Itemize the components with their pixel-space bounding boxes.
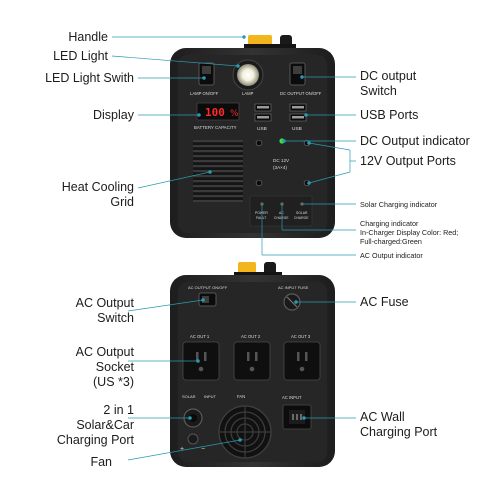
callout-dc-output-switch-line2: Switch bbox=[360, 83, 397, 98]
callout-ac-wall-charging-port-line2: Charging Port bbox=[360, 424, 438, 439]
callout-heat-cooling-grid: Heat Cooling Grid bbox=[62, 180, 134, 210]
callout-charging-indicator: Charging indicator In-Charger Display Co… bbox=[360, 219, 458, 246]
callout-charging-port: 2 in 1 Solar&Car Charging Port bbox=[57, 403, 134, 447]
callout-charging-indicator-line1: Charging indicator bbox=[360, 219, 419, 228]
callout-led-light: LED Light bbox=[53, 49, 108, 63]
callout-charging-indicator-line3: Full-charged:Green bbox=[360, 237, 422, 246]
ac-input-print: AC INPUT bbox=[282, 395, 302, 400]
callout-charging-port-line1: 2 in 1 bbox=[103, 403, 134, 417]
callout-heat-cooling-grid-line1: Heat Cooling bbox=[61, 180, 134, 194]
outlet-label-2: AC OUT 2 bbox=[241, 334, 261, 339]
battery-capacity-print: BATTERY CAPACITY bbox=[194, 125, 237, 130]
callout-ac-fuse: AC Fuse bbox=[360, 295, 409, 309]
display-value: 100 bbox=[205, 106, 225, 119]
callout-ac-output-socket-line3: (US *3) bbox=[93, 374, 134, 389]
indicator-strip bbox=[249, 195, 313, 227]
indicator-label-2a: AC bbox=[279, 211, 284, 215]
callout-charging-port-line2: Solar&Car bbox=[76, 417, 134, 432]
callout-ac-output-socket: AC Output Socket (US *3) bbox=[76, 345, 134, 389]
callout-solar-charging-indicator: Solar Charging indicator bbox=[360, 200, 438, 209]
outlet-label-1: AC OUT 1 bbox=[190, 334, 210, 339]
display-unit: % bbox=[230, 109, 239, 119]
ac-fuse-print: AC INPUT FUSE bbox=[278, 285, 309, 290]
lamp-print: LAMP bbox=[242, 91, 254, 96]
callout-dc-output-indicator: DC Output indicator bbox=[360, 134, 470, 148]
ac-switch-print: AC OUTPUT ON/OFF bbox=[188, 285, 228, 290]
battery-display bbox=[196, 102, 240, 121]
callout-fan: Fan bbox=[90, 455, 112, 469]
lamp-switch-print: LAMP ON/OFF bbox=[190, 91, 219, 96]
callout-charging-port-line3: Charging Port bbox=[56, 432, 134, 447]
bottom-unit: AC OUTPUT ON/OFF AC INPUT FUSE AC OUT 1 … bbox=[170, 262, 335, 467]
heat-cooling-grid bbox=[193, 140, 243, 202]
indicator-label-3b: CHARGE bbox=[294, 216, 309, 220]
callout-led-light-switch: LED Light Swith bbox=[45, 71, 134, 85]
indicator-label-3a: SOLAR bbox=[296, 211, 308, 215]
callout-display: Display bbox=[93, 108, 134, 122]
callout-12v-output-ports: 12V Output Ports bbox=[360, 154, 456, 168]
callout-dc-output-switch: DC output Switch bbox=[360, 69, 416, 99]
usb-print-left: USB bbox=[257, 126, 267, 132]
callout-handle: Handle bbox=[68, 30, 108, 44]
input-print: INPUT bbox=[204, 394, 217, 399]
ac-outlets[interactable] bbox=[182, 341, 321, 381]
dc12v-print-2: (3A×4) bbox=[273, 165, 287, 170]
callout-charging-indicator-line2: In-Charger Display Color: Red; bbox=[360, 228, 459, 237]
bottom-callout-lines bbox=[127, 298, 356, 461]
callout-ac-output-socket-line1: AC Output bbox=[75, 345, 134, 359]
fan-print: FAN bbox=[237, 394, 245, 399]
callout-ac-output-indicator: AC Output indicator bbox=[360, 251, 423, 260]
cooling-fan bbox=[218, 405, 272, 459]
callout-ac-output-socket-line2: Socket bbox=[95, 359, 134, 374]
plus-sign: + bbox=[180, 446, 184, 453]
dc12v-print-1: DC 12V bbox=[273, 158, 290, 163]
top-unit: LAMP ON/OFF LAMP DC OUTPUT ON/OFF 100 % … bbox=[170, 35, 335, 238]
callout-dc-output-switch-line1: DC output bbox=[360, 69, 417, 83]
indicator-label-1b: FAULT bbox=[256, 216, 266, 220]
usb-ports[interactable] bbox=[254, 103, 307, 122]
callout-ac-output-switch-line1: AC Output bbox=[75, 296, 134, 310]
top-callout-lines bbox=[111, 35, 356, 256]
solar-input-port[interactable] bbox=[187, 433, 199, 445]
callout-ac-wall-charging-port: AC Wall Charging Port bbox=[360, 410, 437, 440]
usb-print-right: USB bbox=[292, 126, 302, 132]
dc-switch-print: DC OUTPUT ON/OFF bbox=[280, 91, 322, 96]
callout-ac-output-switch: AC Output Switch bbox=[76, 296, 134, 326]
callout-ac-output-switch-line2: Switch bbox=[97, 310, 134, 325]
callout-heat-cooling-grid-line2: Grid bbox=[110, 194, 134, 209]
minus-sign: − bbox=[201, 446, 205, 453]
callout-ac-wall-charging-port-line1: AC Wall bbox=[360, 410, 405, 424]
outlet-label-3: AC OUT 3 bbox=[291, 334, 311, 339]
indicator-label-2b: CHARGE bbox=[274, 216, 289, 220]
solar-print: SOLAR bbox=[182, 394, 196, 399]
callout-usb-ports: USB Ports bbox=[360, 108, 419, 122]
